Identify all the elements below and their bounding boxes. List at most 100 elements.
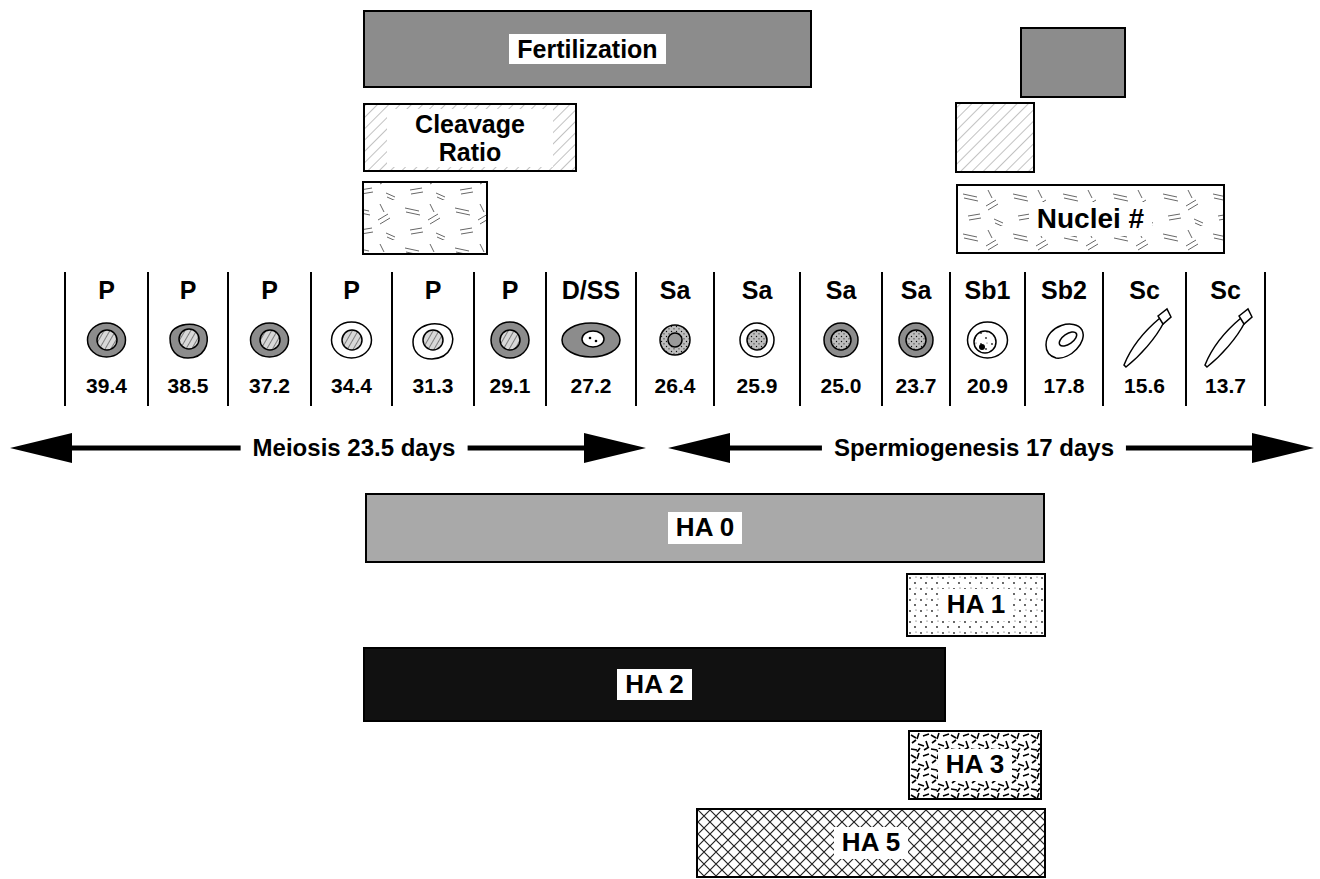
arrow-head	[668, 433, 730, 463]
stage-letter: Sa	[901, 277, 932, 305]
nucleus-icon	[97, 330, 117, 350]
box-label: Cleavage Ratio	[387, 109, 553, 167]
stage-letter: Sc	[1129, 277, 1160, 305]
column-line	[713, 272, 715, 406]
nucleus-icon	[747, 330, 767, 350]
cell-icon	[170, 324, 207, 358]
stage-letter: P	[261, 277, 278, 305]
chromatin-dot	[589, 337, 592, 340]
nucleus-icon	[831, 330, 851, 350]
ha-bar: HA 1	[906, 573, 1046, 637]
spermatid-head	[1158, 309, 1171, 324]
nucleus-icon	[500, 330, 520, 350]
cell-icon	[740, 323, 774, 357]
box-label: HA 2	[617, 669, 691, 700]
ha-bar: HA 0	[365, 493, 1045, 563]
cell-icon	[332, 322, 372, 358]
spermatid-icon	[1205, 318, 1245, 367]
cell-icon	[251, 323, 289, 357]
fertilization-bar: Fertilization	[363, 10, 812, 88]
stage-letter: Sb2	[1041, 277, 1087, 305]
column-separators	[65, 272, 1265, 406]
phase-label: Meiosis 23.5 days	[241, 435, 468, 461]
stage-letter: Sa	[826, 277, 857, 305]
cell-icon	[562, 323, 620, 357]
stage-letter: P	[98, 277, 115, 305]
box-texture	[958, 186, 1223, 252]
ha-bar: HA 3	[908, 730, 1042, 800]
stage-number: 29.1	[490, 374, 531, 397]
stage-letter: Sa	[742, 277, 773, 305]
stage-number: 20.9	[967, 374, 1008, 397]
stage-number: 26.4	[655, 374, 696, 397]
stage-letter: P	[425, 277, 442, 305]
stage-letter: D/SS	[562, 277, 620, 305]
box-label: HA 0	[668, 512, 742, 543]
column-line	[147, 272, 149, 406]
nuclei-bar	[363, 182, 487, 254]
nucleus-icon	[668, 333, 682, 347]
cleavage-bar	[956, 103, 1034, 172]
cleavage-bar: Cleavage Ratio	[363, 103, 577, 172]
column-line	[473, 272, 475, 406]
ha-bar: HA 2	[363, 647, 946, 722]
cell-icon	[413, 324, 453, 359]
arrow-head	[10, 433, 72, 463]
cell-icon	[968, 322, 1008, 358]
stage-number: 37.2	[249, 374, 290, 397]
box-label: HA 1	[939, 589, 1013, 620]
column-line	[310, 272, 312, 406]
box-label: Fertilization	[509, 34, 665, 64]
stage-number: 27.2	[571, 374, 612, 397]
nucleus-icon	[1057, 329, 1079, 349]
nucleus-icon	[974, 331, 996, 353]
cell-icon	[824, 323, 858, 357]
stage-number: 31.3	[413, 374, 454, 397]
box-texture	[910, 732, 1040, 798]
column-line	[1024, 272, 1026, 406]
cell-icon	[660, 325, 690, 355]
stage-number: 25.0	[821, 374, 862, 397]
box-texture	[365, 105, 575, 170]
column-line	[799, 272, 801, 406]
cell-icon	[899, 323, 933, 357]
stage-letter: Sa	[660, 277, 691, 305]
box-label: Nuclei #	[1029, 202, 1152, 235]
box-label: HA 5	[834, 827, 908, 858]
stage-number: 34.4	[331, 374, 372, 397]
stage-number: 15.6	[1124, 374, 1165, 397]
stage-letter: P	[180, 277, 197, 305]
column-line	[227, 272, 229, 406]
cell-icon	[88, 323, 126, 357]
column-line	[881, 272, 883, 406]
nucleus-icon	[260, 330, 280, 350]
stage-number: 38.5	[168, 374, 209, 397]
stage-letter: P	[502, 277, 519, 305]
cell-icon	[491, 322, 529, 358]
arrow-head	[584, 433, 646, 463]
column-line	[1185, 272, 1187, 406]
stage-number: 23.7	[896, 374, 937, 397]
stage-letter: Sc	[1210, 277, 1241, 305]
phase-label: Spermiogenesis 17 days	[822, 435, 1126, 461]
cell-icons	[88, 309, 1253, 367]
spermatid-icon	[1124, 318, 1164, 367]
phase-arrows	[10, 433, 1314, 463]
nucleus-icon	[179, 329, 199, 349]
stage-number: 17.8	[1044, 374, 1085, 397]
column-line	[635, 272, 637, 406]
column-line	[949, 272, 951, 406]
column-line	[64, 272, 66, 406]
nucleus-icon	[423, 330, 443, 350]
box-texture	[908, 575, 1044, 635]
ha-bar: HA 5	[696, 808, 1046, 878]
stage-number: 13.7	[1205, 374, 1246, 397]
box-texture	[698, 810, 1044, 876]
nuclei-bar: Nuclei #	[956, 184, 1225, 254]
acrosome-dot	[979, 344, 985, 350]
stage-number: 25.9	[737, 374, 778, 397]
fertilization-bar	[1021, 28, 1125, 97]
stage-letter: Sb1	[965, 277, 1011, 305]
column-line	[1102, 272, 1104, 406]
box-label: HA 3	[938, 749, 1012, 780]
